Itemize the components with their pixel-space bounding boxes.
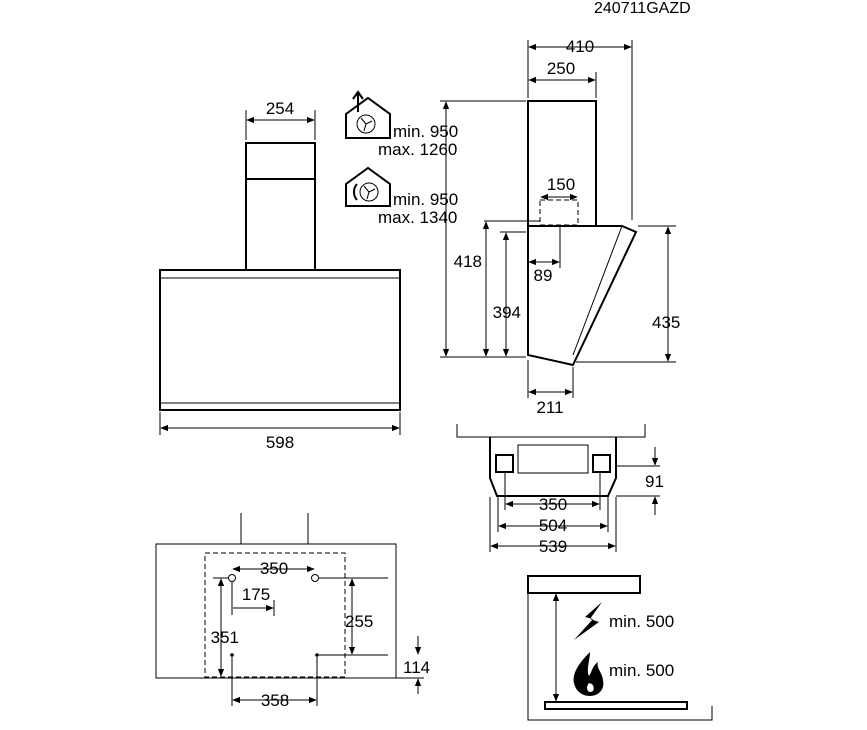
dim-height-435: 435 bbox=[652, 313, 680, 332]
wall-mount-outline bbox=[155, 543, 397, 679]
recirculation-max: max. 1340 bbox=[378, 208, 457, 227]
dim-underside-539: 539 bbox=[539, 537, 567, 556]
model-code: 240711GAZD bbox=[594, 0, 691, 17]
dim-chimney-depth: 250 bbox=[547, 59, 575, 78]
dim-bottom-114: 114 bbox=[403, 658, 430, 677]
dim-height-351: 351 bbox=[211, 628, 239, 647]
flame-icon bbox=[573, 652, 604, 696]
hob-surface bbox=[544, 701, 688, 710]
dim-holes-350: 350 bbox=[260, 559, 288, 578]
install-height-extraction: min. 950 max. 1260 bbox=[345, 90, 458, 159]
hood-underside bbox=[527, 575, 641, 594]
dim-height-418: 418 bbox=[454, 252, 482, 271]
dim-base-depth: 211 bbox=[536, 398, 563, 417]
hood-body bbox=[159, 269, 401, 411]
house-fan-up-icon bbox=[345, 90, 391, 139]
dim-chimney-width: 254 bbox=[266, 99, 294, 118]
side-chimney bbox=[527, 100, 597, 227]
dim-height-255: 255 bbox=[345, 612, 373, 631]
clearance-view: min. 500 min. 500 bbox=[527, 575, 713, 721]
clearance-gas: min. 500 bbox=[609, 661, 674, 680]
mount-hole-left bbox=[228, 574, 236, 582]
dim-outlet-offset: 89 bbox=[534, 266, 553, 285]
chimney-upper bbox=[245, 142, 316, 180]
extraction-min: min. 950 bbox=[393, 122, 458, 141]
dim-underside-350: 350 bbox=[539, 495, 567, 514]
house-fan-recirc-icon bbox=[345, 166, 391, 207]
dim-outlet-width: 150 bbox=[547, 175, 575, 194]
wall-mount-view: 350 175 255 351 358 114 bbox=[155, 513, 430, 710]
dim-body-width: 598 bbox=[266, 433, 294, 452]
side-body bbox=[527, 225, 638, 367]
underside-view: 91 350 504 539 bbox=[456, 424, 664, 556]
mount-hole-right bbox=[311, 574, 319, 582]
clearance-electric: min. 500 bbox=[609, 612, 674, 631]
dim-side-total: 410 bbox=[566, 37, 594, 56]
dim-holes-175: 175 bbox=[242, 585, 270, 604]
dim-height-394: 394 bbox=[493, 303, 521, 322]
front-view: 254 598 bbox=[159, 99, 401, 452]
side-view: 410 250 150 89 418 394 435 211 bbox=[440, 37, 680, 417]
recirculation-min: min. 950 bbox=[393, 190, 458, 209]
install-height-recirculation: min. 950 max. 1340 bbox=[345, 166, 458, 227]
dim-underside-504: 504 bbox=[539, 516, 567, 535]
lightning-icon bbox=[574, 602, 602, 640]
chimney-lower bbox=[245, 178, 316, 271]
dim-depth-91: 91 bbox=[645, 472, 664, 491]
extraction-max: max. 1260 bbox=[378, 140, 457, 159]
dim-bottom-358: 358 bbox=[261, 691, 289, 710]
